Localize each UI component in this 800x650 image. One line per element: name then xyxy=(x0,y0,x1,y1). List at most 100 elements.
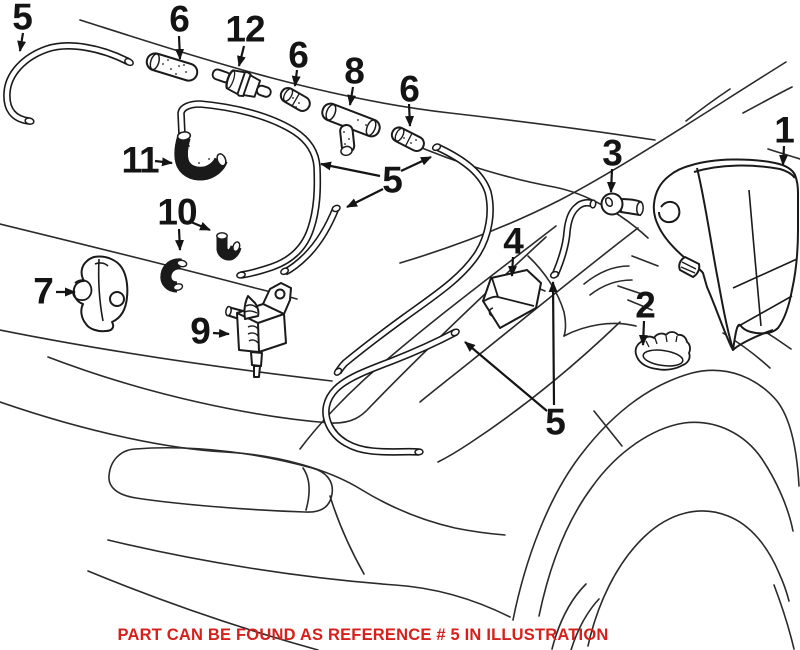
leader-6-c xyxy=(405,103,415,127)
callout-10: 10 xyxy=(157,191,197,233)
leader-5-mid-a xyxy=(320,161,381,178)
headlight-outline xyxy=(108,446,334,513)
pump-cone xyxy=(243,295,260,320)
part-11-elbow-hose xyxy=(177,131,227,173)
part-12-check-valve xyxy=(211,68,272,98)
part-8-tee-connector xyxy=(321,102,381,157)
pump-ribs xyxy=(247,325,259,344)
wiper-arc-b xyxy=(589,279,633,296)
nozzle-stub-end xyxy=(635,201,644,216)
reservoir-notch xyxy=(658,201,681,224)
part-2-grommet xyxy=(634,331,691,371)
leader-5-mid-c xyxy=(400,156,432,172)
pump-stem xyxy=(250,351,263,367)
part-4-block xyxy=(482,269,542,329)
vehicle-outline xyxy=(0,19,800,650)
reservoir-crease-b xyxy=(736,295,793,328)
fender-u-line xyxy=(47,236,547,424)
wheel-arch-inner xyxy=(538,421,794,617)
leader-1 xyxy=(779,145,789,166)
leader-6-b xyxy=(291,69,301,87)
clamp-fold xyxy=(94,258,109,322)
hood-corner-b xyxy=(563,322,637,337)
callout-12: 12 xyxy=(225,8,265,50)
leader-11 xyxy=(154,157,173,167)
callout-3: 3 xyxy=(602,132,623,174)
block-ridge xyxy=(483,277,535,307)
windshield-line-b xyxy=(742,86,793,114)
bumper-lower-line xyxy=(87,570,319,650)
callout-5-bottom: 5 xyxy=(545,401,566,443)
fender-dash-b xyxy=(617,285,643,295)
callout-2: 2 xyxy=(635,284,656,326)
leader-9 xyxy=(212,328,230,338)
clamp-hole xyxy=(109,291,125,307)
part-7-clamp xyxy=(72,255,129,333)
leader-10-b xyxy=(175,228,185,251)
part-1-washer-reservoir xyxy=(652,158,799,351)
callout-7: 7 xyxy=(33,270,54,312)
part-6-connector-c xyxy=(390,126,425,152)
wheel-arch-outer xyxy=(512,369,800,621)
callout-6-b: 6 xyxy=(288,34,309,76)
door-gap-line xyxy=(593,410,623,447)
block-end-mark xyxy=(488,307,494,317)
callout-5-middle: 5 xyxy=(382,159,403,201)
cowl-right-line xyxy=(767,148,800,160)
bumper-top-line xyxy=(107,539,511,618)
callout-6-c: 6 xyxy=(399,68,420,110)
grille-line xyxy=(0,401,506,536)
hood-front-line xyxy=(0,329,333,382)
leader-10-a xyxy=(190,220,211,232)
part-10-elbow-lower xyxy=(166,259,188,291)
hood-corner-a xyxy=(527,255,567,337)
cowl-seam-b xyxy=(419,227,639,403)
reservoir-crease-a xyxy=(732,258,798,289)
part-6-connector-a xyxy=(145,52,199,82)
reservoir-front-fold xyxy=(696,167,734,350)
callout-6-a: 6 xyxy=(169,0,190,40)
leader-3 xyxy=(606,168,616,193)
hose-5-lower xyxy=(322,328,458,456)
callout-11: 11 xyxy=(121,139,159,181)
headlight-fold xyxy=(302,467,310,511)
reservoir-spout-ribs xyxy=(680,261,697,274)
hose-5-top-left xyxy=(3,42,131,125)
windshield-line-a xyxy=(685,88,731,122)
clamp-notch xyxy=(72,279,93,301)
leader-5-top-left xyxy=(17,32,27,52)
leader-12 xyxy=(237,45,246,67)
fender-top-line xyxy=(399,61,787,264)
leader-4 xyxy=(508,256,518,277)
tire-tread-a xyxy=(551,583,587,650)
tire-line xyxy=(587,510,790,647)
leader-6-a xyxy=(175,35,185,60)
tire-tread-b xyxy=(570,598,600,650)
leader-2 xyxy=(638,320,648,346)
nozzle-orifice xyxy=(604,196,614,208)
reservoir-top-inner xyxy=(693,164,796,179)
reservoir-panel-line xyxy=(748,189,762,327)
callout-5-top-left: 5 xyxy=(12,0,33,38)
part-6-connector-b xyxy=(279,87,311,112)
reference-caption: PART CAN BE FOUND AS REFERENCE # 5 IN IL… xyxy=(117,626,609,644)
grommet-inner-ring xyxy=(642,349,684,367)
callout-4: 4 xyxy=(503,220,524,262)
wiper-arc-a xyxy=(583,265,630,285)
leader-8 xyxy=(347,86,357,106)
rocker-line xyxy=(773,584,795,650)
callout-leaders xyxy=(17,32,789,412)
callout-1: 1 xyxy=(774,109,795,151)
hood-gap-line xyxy=(407,141,649,239)
callout-8: 8 xyxy=(344,50,365,92)
pump-stem-tip xyxy=(253,365,261,378)
leader-5-bot-b xyxy=(548,281,558,406)
part-9-washer-pump xyxy=(225,282,292,378)
part-10-elbow-upper xyxy=(216,233,241,261)
fender-dash-c xyxy=(627,299,653,311)
leader-5-bot-a xyxy=(464,341,548,412)
fender-dash-a xyxy=(631,255,659,267)
callout-9: 9 xyxy=(190,310,211,352)
